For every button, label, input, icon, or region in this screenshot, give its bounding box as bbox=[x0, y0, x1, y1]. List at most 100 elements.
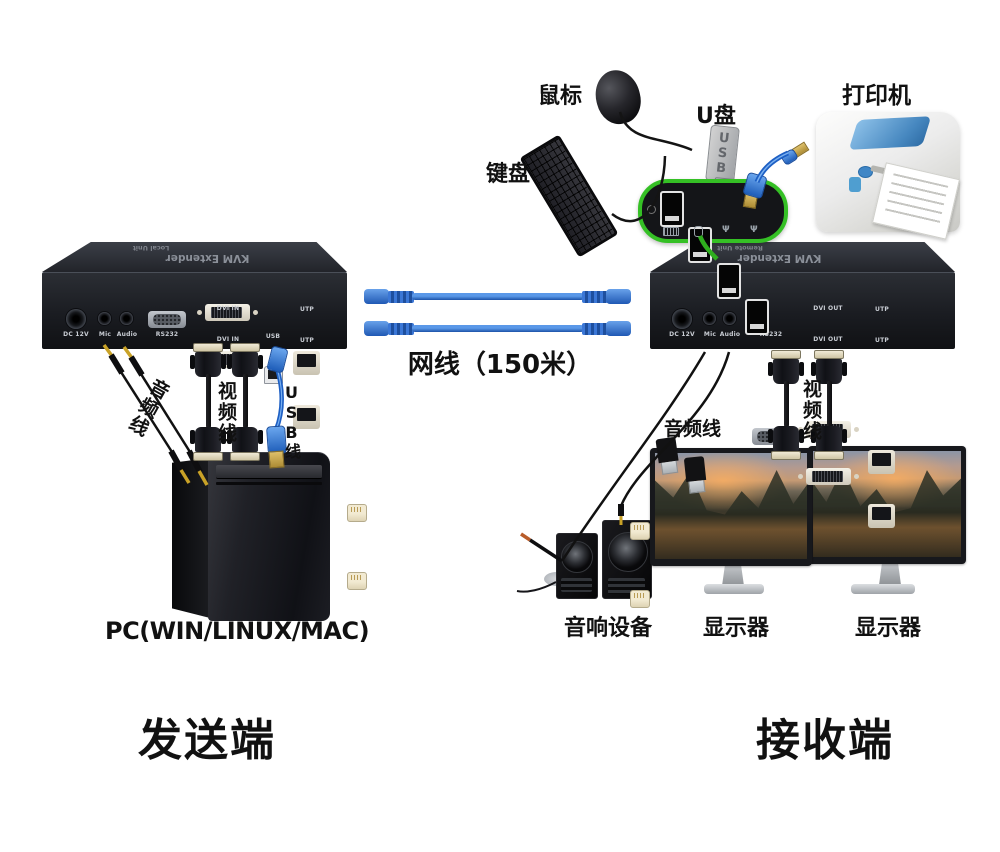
pc-tower-side bbox=[172, 458, 210, 618]
audio-wire bbox=[560, 351, 707, 562]
port-label-dvi-top: DVI OUT bbox=[813, 305, 843, 312]
utp-port-bottom bbox=[293, 405, 320, 429]
dc-power-port bbox=[672, 309, 692, 329]
speaker-cone bbox=[561, 541, 593, 573]
rj45-plug bbox=[630, 590, 650, 608]
audio-wire bbox=[119, 371, 174, 453]
port-label-dvi-bottom: DVI OUT bbox=[813, 336, 843, 343]
pc-panel-slot bbox=[216, 482, 322, 485]
port-label-mic: Mic bbox=[703, 331, 717, 338]
port-label-utp-top: UTP bbox=[875, 306, 889, 313]
dvi-out-port-bottom bbox=[798, 468, 851, 485]
audio-plug bbox=[529, 538, 563, 563]
rj45-boot bbox=[606, 289, 631, 304]
port-label-usb: USB bbox=[265, 333, 281, 340]
cable-strain-relief bbox=[582, 291, 608, 303]
network-cable-bottom bbox=[412, 325, 584, 332]
port-label-utp-top: UTP bbox=[300, 306, 314, 313]
mouse-wire bbox=[618, 111, 693, 152]
dvi-cable-plug bbox=[811, 350, 847, 384]
cable-strain-relief bbox=[388, 323, 414, 335]
usb-icon: Ψ bbox=[750, 225, 758, 235]
monitor-left-stand bbox=[722, 564, 744, 586]
port-label-rs232: RS232 bbox=[155, 331, 179, 338]
local-unit-top bbox=[42, 242, 347, 272]
audio-wire bbox=[139, 373, 192, 453]
port-label-rs232: RS232 bbox=[759, 331, 783, 338]
speaker-wire bbox=[516, 581, 557, 593]
mic-port bbox=[98, 312, 111, 325]
audio-cable-label-right: 音频线 bbox=[664, 418, 722, 440]
monitor-right-base bbox=[851, 584, 915, 594]
video-cable-label-right: 视频线 bbox=[800, 379, 822, 442]
usb-wire-highlight bbox=[275, 367, 283, 431]
sender-title: 发送端 bbox=[138, 715, 276, 766]
cable-strain-relief bbox=[582, 323, 608, 335]
audio-jack-body bbox=[186, 449, 203, 474]
hub-usb-port-1 bbox=[660, 191, 684, 227]
speaker-left bbox=[556, 533, 598, 599]
dvi-cable-plug bbox=[227, 427, 263, 461]
port-label-dvi-bottom: DVI IN bbox=[216, 336, 240, 343]
usb-drive-label: U盘 bbox=[696, 104, 736, 129]
network-cable-label: 网线（150米） bbox=[407, 350, 593, 380]
network-cable-top bbox=[412, 293, 584, 300]
hub-usb-port-3 bbox=[717, 263, 741, 299]
utp-port-top bbox=[868, 450, 895, 474]
speaker-grille bbox=[561, 578, 592, 592]
rs232-port bbox=[148, 311, 186, 328]
audio-port bbox=[120, 312, 133, 325]
dvi-cable-wire bbox=[784, 381, 789, 427]
keyboard-wire bbox=[611, 155, 667, 223]
dvi-cable-wire bbox=[206, 374, 211, 428]
port-label-utp-bottom: UTP bbox=[875, 337, 889, 344]
dvi-cable-plug bbox=[811, 426, 847, 460]
port-label-dc: DC 12V bbox=[669, 331, 695, 338]
rj45-boot bbox=[606, 321, 631, 336]
port-label-audio: Audio bbox=[116, 331, 138, 338]
rj45-plug bbox=[347, 572, 367, 590]
printer-button bbox=[858, 166, 873, 178]
local-unit-panel bbox=[42, 272, 347, 349]
port-label-dvi-top: DVI IN bbox=[216, 305, 240, 312]
pc-tower bbox=[208, 452, 330, 621]
dvi-cable-wire bbox=[243, 374, 248, 428]
utp-port-top bbox=[293, 351, 320, 375]
printer bbox=[816, 112, 960, 240]
hub-wire bbox=[697, 235, 719, 261]
rj45-boot bbox=[364, 321, 389, 336]
dvi-cable-plug bbox=[227, 343, 263, 377]
audio-jack-body bbox=[128, 355, 145, 377]
audio-jack-body bbox=[108, 353, 125, 375]
printer-tab bbox=[849, 177, 861, 192]
remote-unit-panel bbox=[650, 272, 955, 349]
usb-cable-label-left: USB线 bbox=[282, 383, 301, 460]
audio-jack-tip bbox=[520, 532, 531, 542]
audio-wire bbox=[619, 351, 731, 507]
rj45-plug bbox=[347, 504, 367, 522]
monitor-right-stand bbox=[879, 562, 901, 585]
usb-icon: Ψ bbox=[722, 225, 730, 235]
rj45-boot bbox=[364, 289, 389, 304]
keyboard-label: 键盘 bbox=[486, 162, 531, 187]
mouse-icon bbox=[694, 226, 703, 237]
audio-jack-tip bbox=[122, 345, 134, 360]
dvi-in-port-top bbox=[197, 304, 250, 321]
printer-usb-wire bbox=[754, 150, 790, 184]
audio-jack-tip bbox=[179, 469, 191, 484]
port-label-mic: Mic bbox=[98, 331, 112, 338]
audio-jack-tip bbox=[197, 470, 209, 486]
port-label-utp-bottom: UTP bbox=[300, 337, 314, 344]
audio-port bbox=[723, 312, 736, 325]
monitor-right-label: 显示器 bbox=[854, 616, 921, 641]
hub-usb-port-2 bbox=[688, 227, 712, 263]
dvi-cable-plug bbox=[190, 427, 226, 461]
pc-label: PC(WIN/LINUX/MAC) bbox=[105, 617, 370, 645]
mouse-label: 鼠标 bbox=[538, 84, 583, 109]
dvi-cable-plug bbox=[190, 343, 226, 377]
receiver-title: 接收端 bbox=[756, 715, 894, 766]
speakers-label: 音响设备 bbox=[563, 616, 652, 641]
utp-port-bottom bbox=[868, 504, 895, 528]
